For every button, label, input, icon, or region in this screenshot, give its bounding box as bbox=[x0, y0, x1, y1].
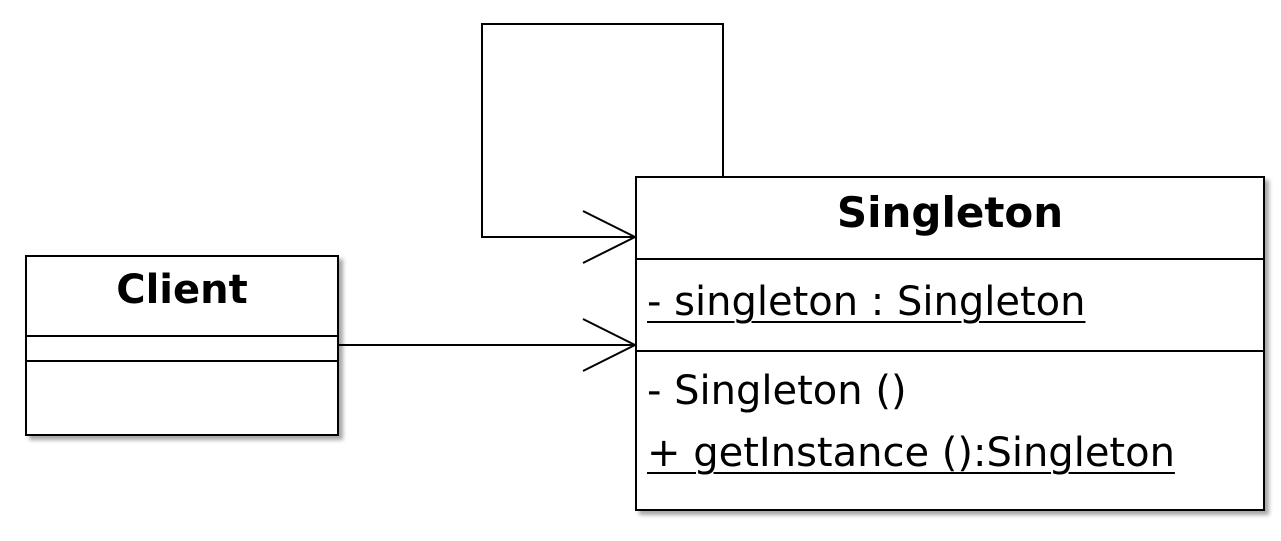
client-attributes-section bbox=[27, 337, 337, 362]
client-class-name: Client bbox=[27, 257, 337, 337]
singleton-class-name: Singleton bbox=[637, 178, 1263, 260]
singleton-operation-getinstance: + getInstance ():Singleton bbox=[647, 430, 1175, 476]
singleton-attributes-section: - singleton : Singleton bbox=[637, 260, 1263, 352]
singleton-attribute-instance: - singleton : Singleton bbox=[647, 279, 1086, 325]
singleton-class-box[interactable]: Singleton - singleton : Singleton - Sing… bbox=[635, 176, 1265, 511]
singleton-operations-section: - Singleton () + getInstance ():Singleto… bbox=[637, 352, 1263, 484]
client-class-box[interactable]: Client bbox=[25, 255, 339, 436]
singleton-operation-constructor: - Singleton () bbox=[647, 368, 907, 414]
self-association-line bbox=[481, 23, 724, 238]
